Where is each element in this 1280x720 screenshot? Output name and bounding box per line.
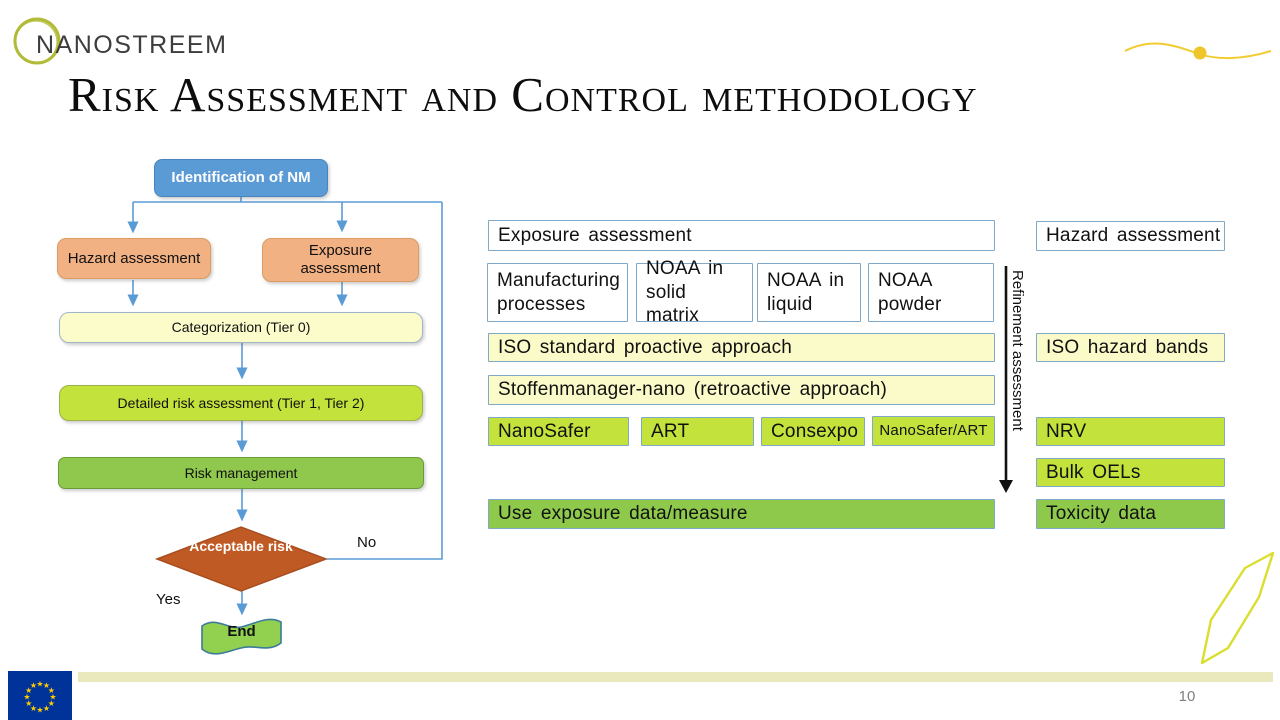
svg-text:★: ★ (25, 699, 32, 708)
panel-exposure-assessment-header: Exposure assessment (488, 220, 995, 251)
logo-circle-icon (13, 17, 61, 65)
panel-bulk-oels: Bulk OELs (1036, 458, 1225, 487)
svg-text:★: ★ (30, 704, 37, 713)
svg-text:★: ★ (43, 681, 50, 690)
svg-text:★: ★ (48, 699, 55, 708)
flow-node-end-label: End (227, 623, 256, 640)
yes-label: Yes (156, 591, 181, 608)
panel-iso-hazard-bands: ISO hazard bands (1036, 333, 1225, 362)
page-title: Risk Assessment and Control methodology (68, 67, 978, 122)
nanostreem-logo: NANOSTREEM (10, 14, 230, 70)
svg-text:★: ★ (49, 693, 56, 702)
flow-node-exposure-assessment: Exposure assessment (262, 238, 419, 282)
svg-text:★: ★ (23, 693, 30, 702)
panel-noaa-powder: NOAA powder (868, 263, 994, 322)
panel-tool-consexpo: Consexpo (761, 417, 865, 446)
panel-manufacturing-processes: Manufacturing processes (487, 263, 628, 322)
panel-tool-nanosafer: NanoSafer (488, 417, 629, 446)
flow-node-identification: Identification of NM (154, 159, 328, 197)
panel-iso-proactive: ISO standard proactive approach (488, 333, 995, 362)
flow-node-risk-management: Risk management (58, 457, 424, 489)
no-label: No (357, 534, 377, 551)
svg-text:★: ★ (36, 706, 43, 715)
panel-use-exposure-data: Use exposure data/measure (488, 499, 995, 529)
branch-line (133, 197, 442, 203)
page-number: 10 (1178, 688, 1196, 705)
panel-noaa-liquid: NOAA in liquid (757, 263, 861, 322)
footer-divider-bar (78, 672, 1273, 682)
panel-toxicity-data: Toxicity data (1036, 499, 1225, 529)
panel-tool-nanosafer-art: NanoSafer/ART (872, 416, 995, 446)
panel-noaa-solid-matrix: NOAA in solid matrix (636, 258, 753, 326)
svg-text:★: ★ (30, 681, 37, 690)
svg-text:★: ★ (48, 686, 55, 695)
panel-tool-art: ART (641, 417, 754, 446)
panel-nrv: NRV (1036, 417, 1225, 446)
svg-text:★: ★ (43, 704, 50, 713)
leaf-decoration-icon (1200, 551, 1275, 665)
flow-node-hazard-assessment: Hazard assessment (57, 238, 211, 279)
flow-node-acceptable-risk-label: Acceptable risk (189, 538, 293, 554)
refinement-assessment-label: Refinement assessment (1009, 270, 1026, 431)
acceptable-risk-diamond (154, 526, 329, 592)
flow-node-detailed-risk: Detailed risk assessment (Tier 1, Tier 2… (59, 385, 423, 421)
logo-text: NANOSTREEM (36, 31, 228, 59)
flow-node-categorization: Categorization (Tier 0) (59, 312, 423, 343)
squiggle-decoration-icon (1124, 42, 1272, 60)
panel-hazard-assessment-header: Hazard assessment (1036, 221, 1225, 251)
svg-text:★: ★ (25, 686, 32, 695)
svg-text:★: ★ (36, 680, 43, 689)
panel-stoffenmanager: Stoffenmanager-nano (retroactive approac… (488, 375, 995, 405)
eu-flag-icon: ★★ ★★ ★★ ★★ ★★ ★★ (8, 671, 72, 720)
